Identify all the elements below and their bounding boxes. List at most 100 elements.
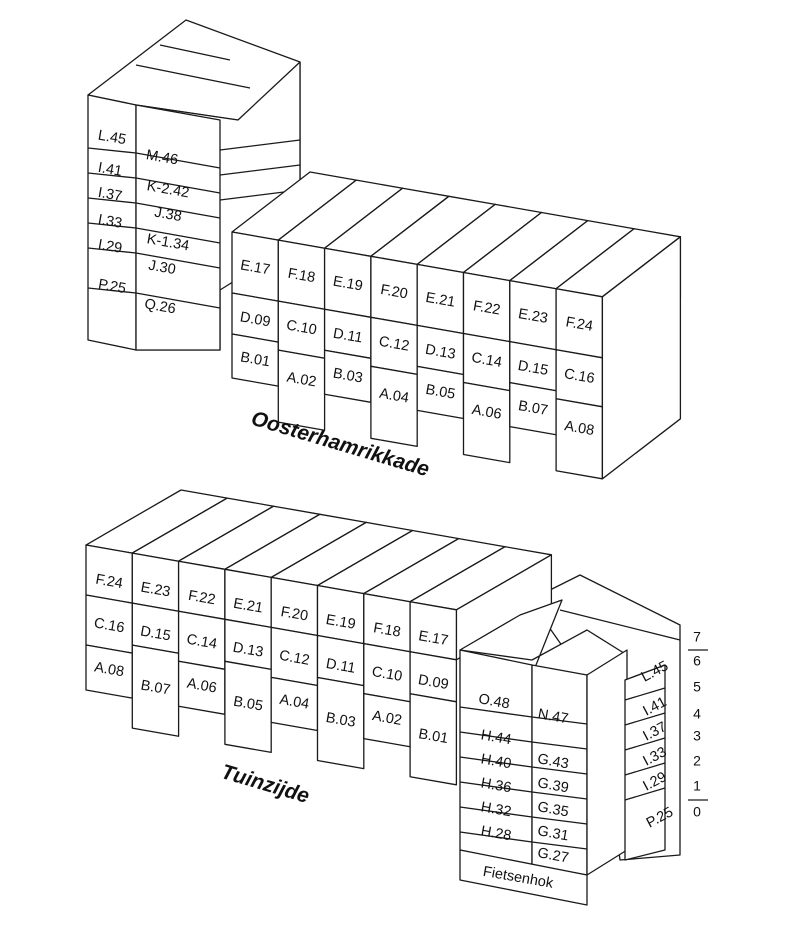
garden-tower-unit: N.47 — [537, 706, 570, 727]
garden-lower-unit — [316, 676, 365, 770]
street-upper-unit: F.20 — [379, 282, 409, 303]
garden-tower-unit: H.32 — [480, 799, 513, 820]
roof-step-line — [135, 64, 251, 89]
street-middle-unit: D.13 — [424, 342, 457, 363]
street-tower-unit: K-2.42 — [146, 178, 191, 201]
garden-lower-unit — [224, 660, 272, 754]
garden-lower-unit: B.01 — [417, 726, 449, 747]
street-lower-unit: B.01 — [239, 349, 271, 370]
garden-upper-unit: E.19 — [325, 612, 357, 633]
side-floor-line — [624, 687, 666, 701]
tower-floor-line — [87, 147, 137, 154]
street-upper-unit: F.24 — [564, 314, 594, 335]
west-tower-front-right — [135, 104, 221, 351]
street-upper-unit: E.17 — [239, 257, 271, 278]
floor-level-number: 1 — [693, 778, 701, 794]
garden-upper-unit: F.24 — [94, 572, 124, 593]
tower-side-line — [219, 139, 301, 151]
street-tower-unit: L.45 — [97, 128, 128, 149]
garden-middle-unit: C.10 — [371, 664, 404, 685]
street-lower-unit: B.07 — [517, 398, 549, 419]
garden-tower-unit: G.43 — [536, 751, 570, 772]
garden-upper-unit: F.20 — [279, 604, 309, 625]
garden-tower-unit: G.27 — [536, 845, 570, 866]
floor-level-number: 0 — [693, 804, 701, 820]
tower-floor-line — [531, 741, 588, 750]
garden-tower-unit: G.35 — [536, 799, 570, 820]
floor-level-number: 5 — [693, 679, 701, 695]
street-tower-unit: I.41 — [97, 160, 124, 180]
tower-floor-line — [459, 781, 533, 793]
street-lower-unit: A.06 — [471, 402, 503, 423]
garden-upper-unit: E.17 — [417, 628, 449, 649]
tower-floor-line — [87, 222, 137, 229]
garden-tower-unit: H.28 — [480, 823, 513, 844]
garden-tower-unit: O.48 — [477, 691, 511, 712]
tower-floor-line — [459, 806, 533, 818]
garden-middle-unit: C.12 — [278, 648, 311, 669]
tower-floor-line — [87, 197, 137, 204]
street-tower-unit: P.25 — [97, 277, 127, 298]
floor-level-number: 3 — [693, 728, 701, 744]
garden-lower-unit: B.03 — [325, 710, 357, 731]
garden-view-title: Tuinzijde — [219, 760, 313, 808]
tower-floor-line — [459, 731, 533, 743]
street-lower-unit — [370, 365, 418, 448]
garden-upper-unit: F.18 — [372, 620, 402, 641]
tower-floor-line — [459, 706, 533, 718]
street-lower-unit — [555, 398, 604, 480]
street-upper-unit: E.21 — [424, 290, 456, 311]
floor-level-number: 4 — [693, 706, 701, 722]
garden-upper-unit: E.23 — [139, 580, 171, 601]
tower-floor-line — [135, 152, 221, 169]
roof-step-line — [159, 44, 231, 61]
garden-middle-unit: D.09 — [417, 672, 450, 693]
tower-side-line — [219, 164, 301, 176]
street-upper-unit: F.22 — [472, 298, 502, 319]
garden-lower-unit: A.06 — [186, 676, 218, 697]
street-lower-unit: B.05 — [424, 382, 456, 403]
street-tower-unit: Q.26 — [143, 296, 177, 317]
side-floor-line — [624, 712, 666, 726]
floor-level-number: 2 — [693, 753, 701, 769]
garden-upper-unit: E.21 — [232, 596, 264, 617]
tower-floor-line — [135, 227, 221, 244]
street-middle-unit: C.16 — [563, 366, 596, 387]
street-tower-unit: I.37 — [97, 185, 124, 205]
side-floor-line — [624, 737, 666, 751]
tower-floor-line — [87, 287, 137, 294]
street-lower-unit: A.02 — [285, 370, 317, 391]
garden-middle-unit: D.11 — [325, 656, 357, 677]
garden-lower-unit — [409, 693, 458, 786]
tower-floor-line — [531, 716, 588, 725]
garden-tower-unit: G.31 — [536, 823, 570, 844]
garden-lower-unit: B.07 — [139, 678, 171, 699]
floor-level-number: 7 — [693, 629, 701, 645]
street-upper-unit: F.18 — [287, 266, 317, 287]
floor-level-scale: 7 6 5 4 3 2 1 0 — [688, 629, 708, 820]
floor-level-number: 6 — [693, 653, 701, 669]
garden-tower-unit: H.36 — [480, 775, 513, 796]
tower-floor-line — [531, 791, 588, 800]
garden-lower-unit: A.08 — [93, 659, 125, 680]
street-tower-unit: M.46 — [145, 147, 180, 168]
garden-middle-unit: D.13 — [232, 640, 265, 661]
tower-floor-line — [87, 247, 137, 254]
street-lower-unit: A.04 — [378, 386, 410, 407]
street-side-view: L.45M.46I.41K-2.42I.37J.38I.33K-1.34I.29… — [87, 19, 682, 481]
tower-floor-line — [135, 292, 221, 309]
street-lower-unit: A.08 — [563, 418, 595, 439]
bike-shed-front — [459, 849, 588, 906]
tower-floor-line — [459, 831, 533, 843]
street-middle-unit: D.15 — [517, 358, 550, 379]
street-upper-unit: E.19 — [332, 274, 364, 295]
side-floor-line — [624, 787, 666, 801]
tower-floor-line — [531, 766, 588, 775]
street-lower-unit: B.03 — [332, 366, 364, 387]
side-floor-line — [624, 762, 666, 776]
street-middle-unit: C.14 — [470, 350, 503, 371]
street-middle-unit: D.09 — [239, 309, 272, 330]
street-tower-unit: K-1.34 — [146, 231, 191, 254]
garden-lower-unit — [131, 644, 180, 737]
